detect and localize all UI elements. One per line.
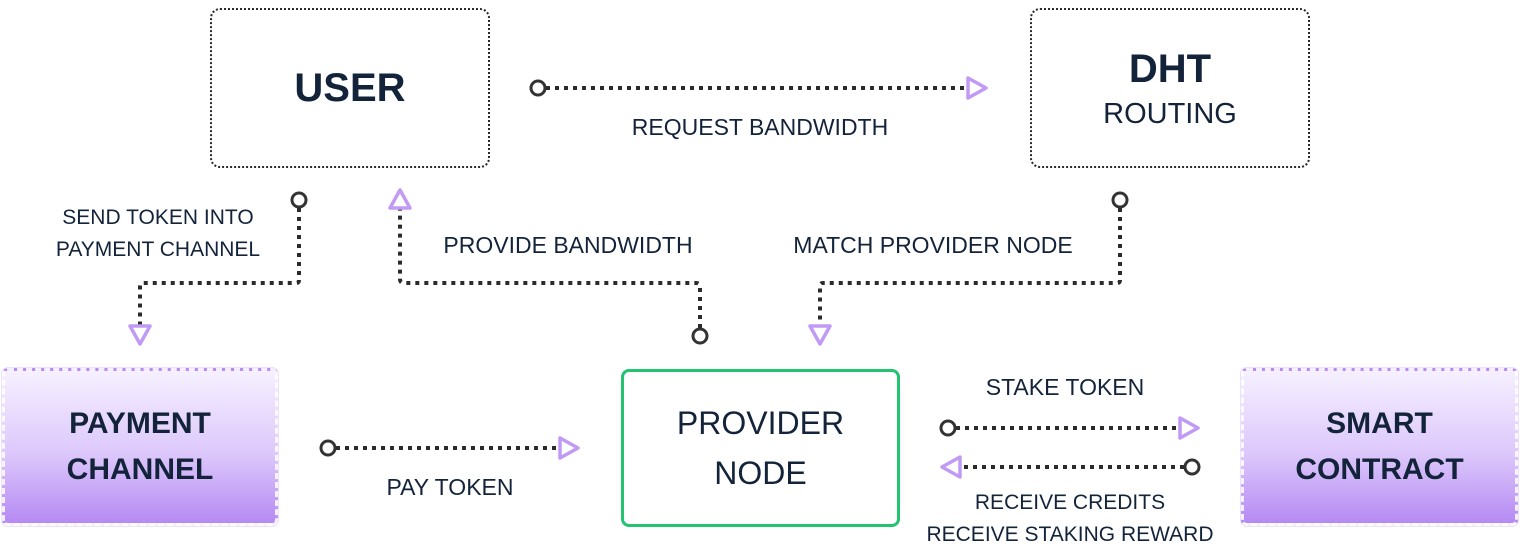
node-payment-channel-line1: PAYMENT — [69, 407, 211, 440]
connector-start-icon — [691, 327, 709, 345]
edge-pay-token — [319, 436, 580, 460]
arrow-head-right-icon — [966, 76, 988, 100]
node-dht-title: DHT — [1128, 46, 1212, 91]
edge-receive-credits — [940, 455, 1201, 479]
node-user-title: USER — [294, 65, 406, 110]
node-payment-channel-line2: CHANNEL — [66, 453, 214, 486]
label-send-token-line2: PAYMENT CHANNEL — [55, 238, 261, 261]
arrow-head-right-icon — [1178, 416, 1200, 440]
edge-provide-bandwidth — [388, 188, 709, 345]
label-provide-bandwidth: PROVIDE BANDWIDTH — [443, 232, 693, 258]
label-receive-staking-reward: RECEIVE STAKING REWARD — [926, 523, 1214, 546]
arrow-head-right-icon — [558, 436, 580, 460]
edge-request-bandwidth — [529, 76, 988, 100]
node-smart-contract-line2: CONTRACT — [1295, 453, 1464, 486]
label-request-bandwidth: REQUEST BANDWIDTH — [631, 114, 889, 140]
node-smart-contract[interactable]: SMART CONTRACT — [1240, 367, 1519, 527]
label-pay-token: PAY TOKEN — [386, 474, 514, 500]
label-send-token-line1: SEND TOKEN INTO — [62, 206, 254, 229]
edge-stake-token — [939, 416, 1200, 440]
connector-line — [818, 208, 1122, 330]
node-provider-line1: PROVIDER — [676, 405, 845, 441]
connector-start-icon — [1183, 458, 1201, 476]
node-dht[interactable]: DHT ROUTING — [1030, 8, 1310, 168]
connector-line — [398, 205, 702, 328]
arrow-head-down-icon — [808, 324, 832, 346]
label-stake-token: STAKE TOKEN — [985, 374, 1145, 400]
node-provider[interactable]: PROVIDER NODE — [621, 369, 900, 527]
arrow-head-up-icon — [388, 188, 412, 210]
arrow-head-left-icon — [940, 455, 962, 479]
connector-start-icon — [319, 439, 337, 457]
node-user[interactable]: USER — [210, 8, 490, 168]
arrow-head-down-icon — [128, 324, 152, 346]
node-payment-channel[interactable]: PAYMENT CHANNEL — [1, 367, 279, 527]
connector-start-icon — [939, 419, 957, 437]
node-provider-line2: NODE — [714, 455, 807, 491]
label-match-provider-node: MATCH PROVIDER NODE — [793, 232, 1073, 258]
connector-start-icon — [1111, 191, 1129, 209]
connector-start-icon — [529, 79, 547, 97]
edge-match-provider-node — [808, 191, 1129, 346]
node-smart-contract-line1: SMART — [1326, 407, 1433, 440]
label-receive-credits: RECEIVE CREDITS — [974, 491, 1166, 514]
node-dht-subtitle: ROUTING — [1103, 97, 1237, 130]
